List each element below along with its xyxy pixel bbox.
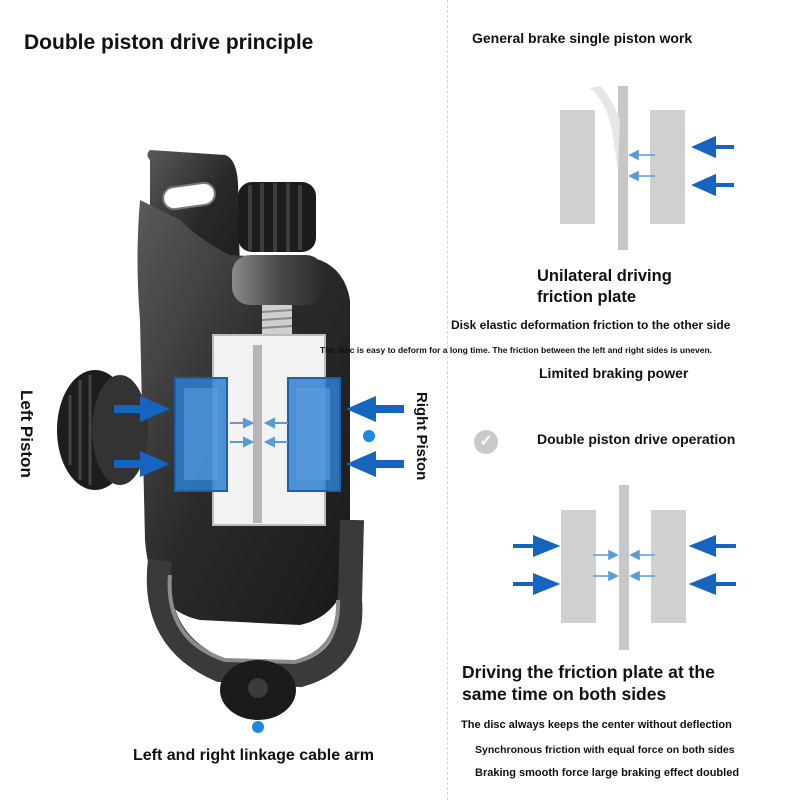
left-pad-double (561, 510, 596, 623)
single-piston-diagram (560, 86, 734, 250)
linkage-cable-arm-label: Left and right linkage cable arm (133, 747, 374, 764)
single-piston-note-2: The disc is easy to deform for a long ti… (320, 345, 713, 355)
deformed-disc (590, 86, 620, 170)
check-icon: ✓ (474, 430, 498, 454)
left-piston-label: Left Piston (17, 390, 36, 478)
double-piston-title: Double piston drive operation (537, 431, 736, 447)
moving-pad (650, 110, 685, 224)
disc-single (618, 86, 628, 250)
single-piston-subtitle: Unilateral driving friction plate (537, 266, 737, 308)
right-pad-double (651, 510, 686, 623)
double-piston-note-2: Synchronous friction with equal force on… (475, 744, 735, 756)
double-piston-note-3: Braking smooth force large braking effec… (475, 767, 740, 779)
right-dot (363, 430, 375, 442)
left-push-arrows (114, 396, 170, 477)
disc-double (619, 485, 629, 650)
single-piston-note-3: Limited braking power (539, 365, 689, 381)
single-piston-title: General brake single piston work (472, 30, 693, 46)
right-push-arrows (346, 396, 404, 477)
double-piston-subtitle-line2: same time on both sides (462, 684, 667, 704)
double-piston-diagram (513, 485, 736, 650)
single-piston-note-1: Disk elastic deformation friction to the… (451, 318, 731, 332)
linkage-dot (252, 721, 264, 733)
small-arrows-caliper (230, 417, 288, 448)
single-piston-subtitle-line1: Unilateral driving (537, 267, 672, 285)
page-title: Double piston drive principle (24, 31, 314, 54)
bracket-slot (162, 181, 216, 211)
rotor-disc (253, 345, 262, 523)
double-piston-subtitle: Driving the friction plate at the same t… (462, 661, 782, 705)
section-divider (447, 0, 448, 800)
right-piston-label: Right Piston (413, 392, 430, 481)
single-piston-subtitle-line2: friction plate (537, 288, 637, 306)
double-piston-subtitle-line1: Driving the friction plate at the (462, 662, 715, 682)
fixed-pad (560, 110, 595, 224)
double-piston-note-1: The disc always keeps the center without… (461, 719, 732, 731)
caliper-arm (146, 519, 364, 688)
